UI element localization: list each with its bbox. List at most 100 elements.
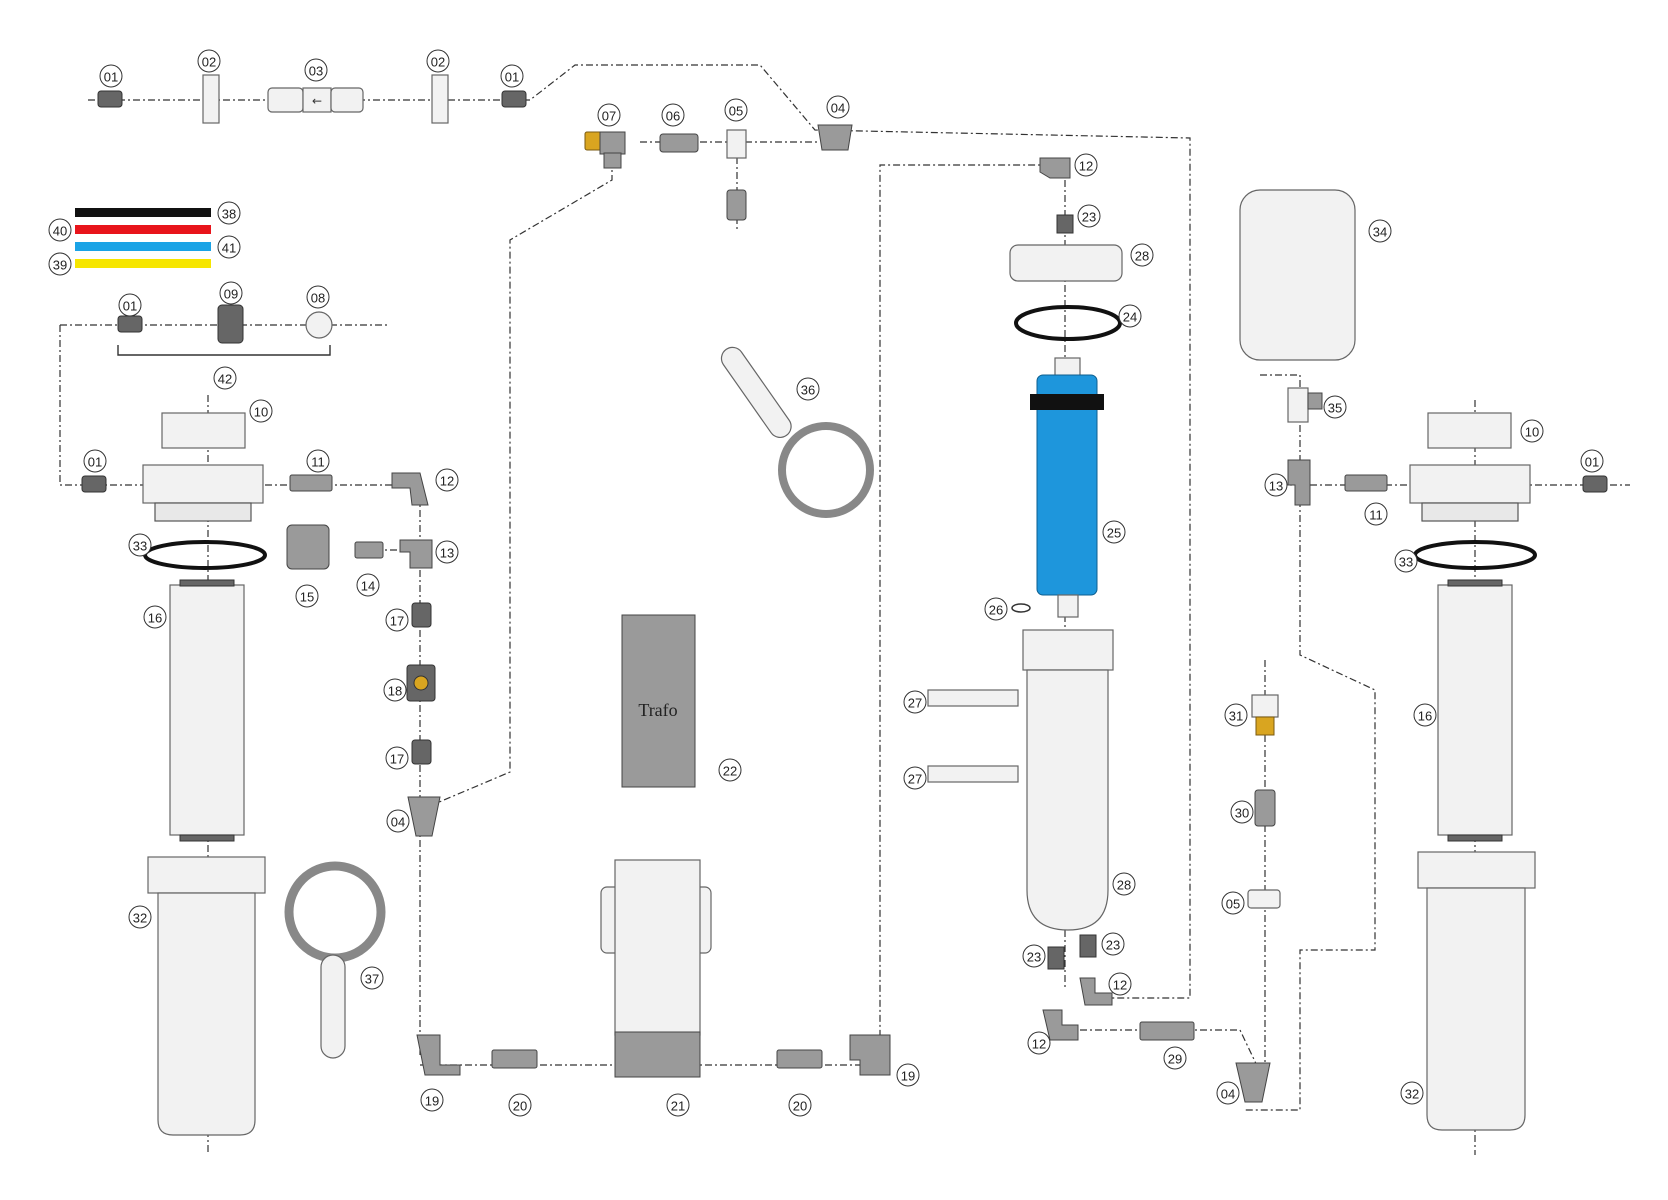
callout-label: 04 xyxy=(1221,1087,1235,1102)
callout-label: 31 xyxy=(1229,709,1243,724)
callout-label: 17 xyxy=(390,614,404,629)
callout-label: 42 xyxy=(218,372,232,387)
transformer-22: Trafo xyxy=(621,614,696,788)
callout-10: 10 xyxy=(1520,419,1544,443)
callout-05: 05 xyxy=(724,98,748,122)
callout-05: 05 xyxy=(1221,891,1245,915)
callout-label: 08 xyxy=(311,291,325,306)
callout-label: 05 xyxy=(729,104,743,119)
callout-label: 15 xyxy=(300,590,314,605)
tubing-routes xyxy=(59,64,1630,1155)
oring-24 xyxy=(1014,305,1122,341)
callout-label: 33 xyxy=(1399,555,1413,570)
callout-label: 12 xyxy=(440,474,454,489)
flow-arrow: ← xyxy=(312,94,322,108)
callout-09: 09 xyxy=(219,281,243,305)
callout-label: 19 xyxy=(425,1094,439,1109)
callout-12: 12 xyxy=(1074,153,1098,177)
callout-12: 12 xyxy=(435,468,459,492)
callout-label: 32 xyxy=(133,911,147,926)
callout-label: 37 xyxy=(365,972,379,987)
callout-14: 14 xyxy=(356,573,380,597)
callout-label: 04 xyxy=(831,101,845,116)
connector-11-left xyxy=(289,474,333,492)
callout-label: 02 xyxy=(202,55,216,70)
fitting-23-bottom-left xyxy=(1047,946,1065,970)
callout-label: 09 xyxy=(224,287,238,302)
callout-02: 02 xyxy=(197,49,221,73)
callout-23: 23 xyxy=(1022,944,1046,968)
callout-04: 04 xyxy=(386,809,410,833)
callout-label: 01 xyxy=(123,299,137,314)
callout-12: 12 xyxy=(1108,972,1132,996)
tube-yellow-swatch xyxy=(75,259,211,268)
tube-red-swatch xyxy=(75,225,211,234)
callout-12: 12 xyxy=(1027,1031,1051,1055)
callout-01: 01 xyxy=(83,449,107,473)
callout-29: 29 xyxy=(1163,1046,1187,1070)
housing-cap-right xyxy=(1409,464,1531,522)
callout-label: 24 xyxy=(1123,310,1137,325)
callout-17: 17 xyxy=(385,746,409,770)
callout-label: 21 xyxy=(671,1099,685,1114)
callout-37: 37 xyxy=(360,966,384,990)
callout-32: 32 xyxy=(128,905,152,929)
callout-label: 01 xyxy=(1585,455,1599,470)
callout-13: 13 xyxy=(1264,473,1288,497)
tee-04-right xyxy=(1235,1062,1271,1103)
connector-17-top xyxy=(411,602,432,628)
membrane-cap-28 xyxy=(1009,244,1123,282)
clip-02-right xyxy=(431,74,449,124)
callout-38: 38 xyxy=(217,201,241,225)
part-05-top xyxy=(726,129,747,221)
elbow-19-right xyxy=(849,1034,891,1076)
pressure-tank-34 xyxy=(1239,189,1356,361)
callout-23: 23 xyxy=(1077,204,1101,228)
callout-10: 10 xyxy=(249,399,273,423)
trafo-label: Trafo xyxy=(638,700,677,720)
tube-black-swatch xyxy=(75,208,211,217)
callout-16: 16 xyxy=(143,605,167,629)
tee-04-left xyxy=(407,796,441,837)
callout-label: 01 xyxy=(88,455,102,470)
connector-30 xyxy=(1254,789,1276,827)
callout-25: 25 xyxy=(1102,520,1126,544)
callout-label: 05 xyxy=(1226,897,1240,912)
connector-17-bottom xyxy=(411,739,432,765)
callout-label: 12 xyxy=(1113,978,1127,993)
callout-label: 26 xyxy=(989,603,1003,618)
switch-15 xyxy=(286,524,330,570)
housing-bowl-32-left xyxy=(147,856,266,1136)
callout-35: 35 xyxy=(1323,395,1347,419)
callout-label: 13 xyxy=(1269,479,1283,494)
callout-label: 36 xyxy=(801,383,815,398)
callout-label: 23 xyxy=(1027,950,1041,965)
elbow-12-bottom-right xyxy=(1079,977,1113,1006)
wrench-36 xyxy=(720,346,874,518)
callout-41: 41 xyxy=(217,235,241,259)
cartridge-16-left xyxy=(169,579,245,842)
callout-label: 22 xyxy=(723,764,737,779)
callout-label: 06 xyxy=(666,109,680,124)
pressure-switch-31 xyxy=(1251,694,1279,736)
tube-color-legend xyxy=(75,208,211,268)
callout-label: 17 xyxy=(390,752,404,767)
pump-21 xyxy=(600,859,712,1078)
callout-40: 40 xyxy=(48,218,72,242)
callout-label: 02 xyxy=(431,55,445,70)
callout-label: 20 xyxy=(793,1099,807,1114)
oring-33-left xyxy=(143,540,267,570)
callout-label: 27 xyxy=(908,772,922,787)
callout-label: 27 xyxy=(908,696,922,711)
callout-label: 28 xyxy=(1117,878,1131,893)
callout-label: 23 xyxy=(1106,938,1120,953)
callout-label: 41 xyxy=(222,241,236,256)
callout-28: 28 xyxy=(1112,872,1136,896)
connector-06 xyxy=(659,133,699,153)
callout-label: 10 xyxy=(254,405,268,420)
clip-27-bottom xyxy=(927,765,1019,783)
tee-13-right xyxy=(1287,459,1311,506)
callout-17: 17 xyxy=(385,608,409,632)
